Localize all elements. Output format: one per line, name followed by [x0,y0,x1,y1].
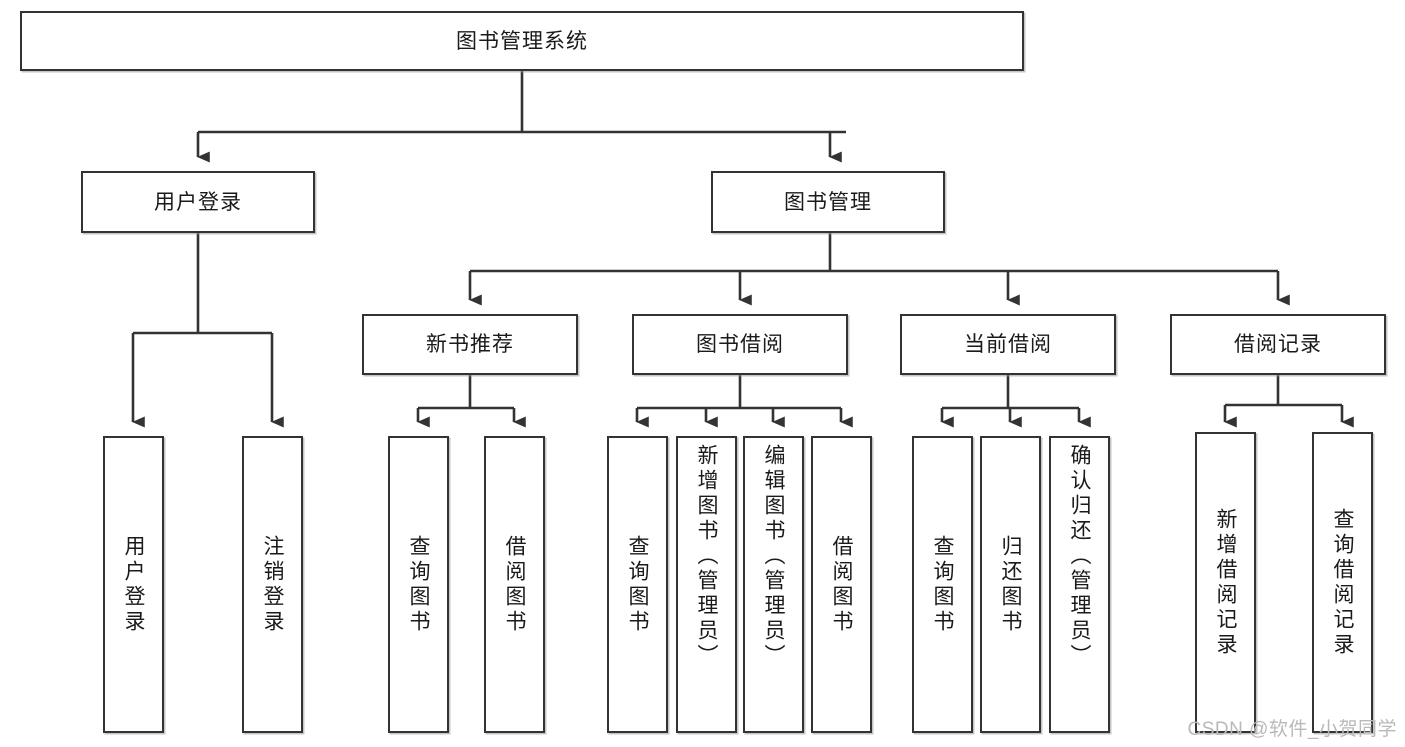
node-book-borrow[interactable]: 图书借阅 [632,314,848,375]
node-leaf-query-book-3[interactable]: 查询图书 [912,436,973,733]
node-leaf-user-logout[interactable]: 注销登录 [242,436,303,733]
node-label: 注销登录 [261,534,284,635]
node-label: 新增图书（管理员） [695,444,718,669]
node-leaf-return-book[interactable]: 归还图书 [980,436,1041,733]
node-leaf-user-login[interactable]: 用户登录 [103,436,164,733]
node-label: 归还图书 [999,534,1022,635]
node-leaf-query-book-2[interactable]: 查询图书 [607,436,668,733]
node-new-book-recommend[interactable]: 新书推荐 [362,314,578,375]
node-label: 借阅图书 [503,534,526,635]
node-label: 新增借阅记录 [1214,507,1237,658]
node-root-book-management-system[interactable]: 图书管理系统 [20,11,1024,71]
node-label: 用户登录 [154,190,242,214]
node-label: 借阅记录 [1234,333,1322,356]
node-label: 确认归还（管理员） [1068,444,1091,669]
node-label: 图书管理系统 [456,29,588,53]
node-label: 查询图书 [931,534,954,635]
node-user-login[interactable]: 用户登录 [81,171,315,233]
node-label: 查询图书 [626,534,649,635]
node-leaf-add-book[interactable]: 新增图书（管理员） [676,436,737,733]
node-label: 查询借阅记录 [1331,507,1354,658]
node-label: 用户登录 [122,534,145,635]
node-leaf-borrow-book-2[interactable]: 借阅图书 [811,436,872,733]
node-label: 当前借阅 [964,333,1052,356]
node-label: 借阅图书 [830,534,853,635]
node-leaf-borrow-book-1[interactable]: 借阅图书 [484,436,545,733]
node-leaf-query-book-1[interactable]: 查询图书 [388,436,449,733]
node-label: 图书借阅 [696,333,784,356]
node-label: 图书管理 [784,190,872,214]
node-label: 新书推荐 [426,333,514,356]
node-borrow-record[interactable]: 借阅记录 [1170,314,1386,375]
node-leaf-confirm-return[interactable]: 确认归还（管理员） [1049,436,1110,733]
node-label: 查询图书 [407,534,430,635]
node-current-borrow[interactable]: 当前借阅 [900,314,1116,375]
node-book-manage[interactable]: 图书管理 [711,171,945,233]
node-leaf-add-record[interactable]: 新增借阅记录 [1195,432,1256,733]
node-leaf-query-record[interactable]: 查询借阅记录 [1312,432,1373,733]
node-label: 编辑图书（管理员） [762,444,785,669]
node-leaf-edit-book[interactable]: 编辑图书（管理员） [743,436,804,733]
